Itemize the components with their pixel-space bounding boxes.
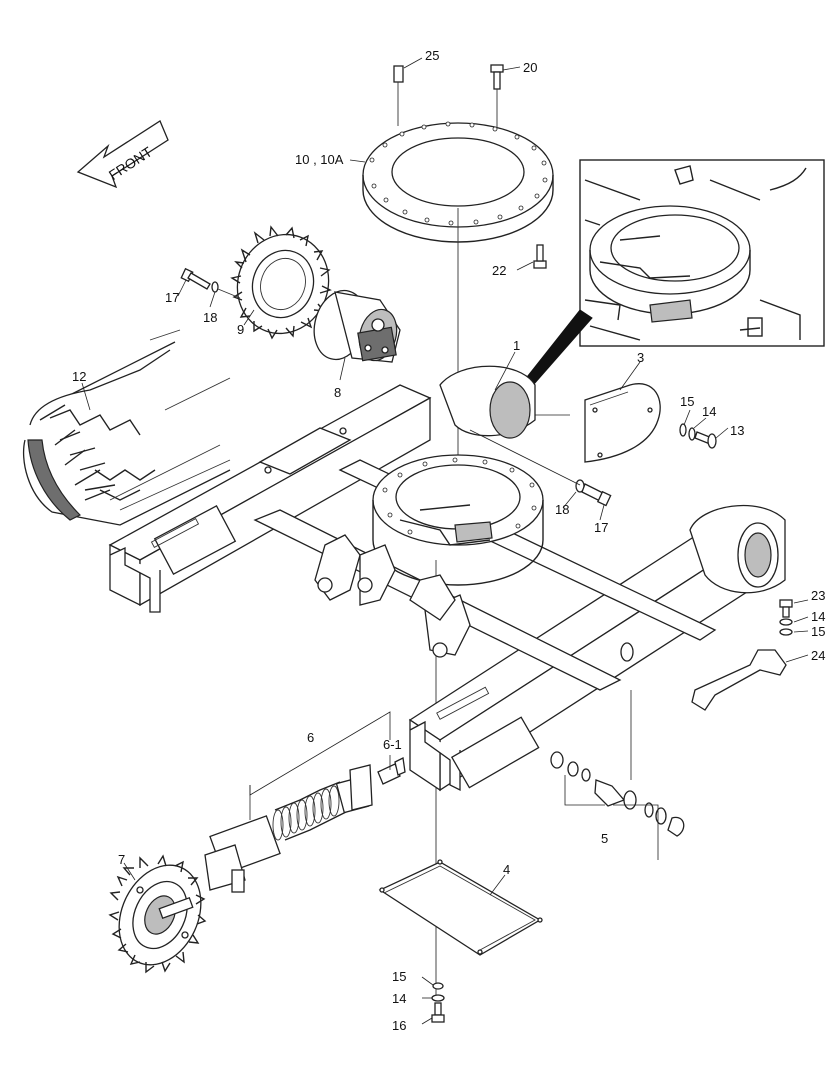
- bolt-17-lower: [575, 479, 612, 507]
- callout-7: 7: [118, 852, 125, 867]
- callout-6: 6: [307, 730, 314, 745]
- sprocket-9: [230, 225, 332, 340]
- callout-15b: 15: [811, 624, 825, 639]
- bolt-25: [393, 65, 404, 126]
- callout-10: 10 , 10A: [295, 152, 344, 167]
- bolt-23: [779, 599, 793, 636]
- callout-12: 12: [72, 369, 86, 384]
- callout-22: 22: [492, 263, 506, 278]
- callout-18a: 18: [203, 310, 217, 325]
- bracket-24: [691, 649, 787, 711]
- callout-23: 23: [811, 588, 825, 603]
- callout-13: 13: [730, 423, 744, 438]
- guard-plate-4: [378, 859, 543, 956]
- cover-3: [584, 383, 661, 463]
- grease-valve-6-1: [377, 757, 406, 785]
- callout-6-1: 6-1: [383, 737, 402, 752]
- front-arrow: FRONT: [76, 120, 169, 189]
- callout-18b: 18: [555, 502, 569, 517]
- bolt-13: [679, 423, 717, 449]
- bolt-20: [490, 64, 504, 128]
- bolt-22: [533, 244, 547, 269]
- detail-inset: [511, 159, 825, 401]
- callout-14c: 14: [392, 991, 406, 1006]
- travel-motor-8: [313, 289, 401, 363]
- callout-3: 3: [637, 350, 644, 365]
- leader-lines: [81, 57, 809, 1025]
- callout-25: 25: [425, 48, 439, 63]
- callout-20: 20: [523, 60, 537, 75]
- callout-16: 16: [392, 1018, 406, 1033]
- idler-7: [108, 854, 207, 974]
- callout-15a: 15: [680, 394, 694, 409]
- callout-4: 4: [503, 862, 510, 877]
- callout-14b: 14: [811, 609, 825, 624]
- track-adjuster-6: [204, 764, 373, 893]
- track-roller-5: [550, 751, 685, 837]
- callout-15c: 15: [392, 969, 406, 984]
- callout-8: 8: [334, 385, 341, 400]
- bolt-17-upper: [180, 267, 241, 299]
- callout-labels: 25 20 10 , 10A 22 17 18 9 8 12 1 3 15 14…: [72, 48, 825, 1033]
- callout-5: 5: [601, 831, 608, 846]
- rubber-track-12: [22, 329, 231, 526]
- swing-bearing-ring: [362, 121, 554, 243]
- callout-14a: 14: [702, 404, 716, 419]
- callout-24: 24: [811, 648, 825, 663]
- callout-9: 9: [237, 322, 244, 337]
- lower-frame: [108, 365, 786, 792]
- bolt-16: [431, 982, 445, 1023]
- callout-1: 1: [513, 338, 520, 353]
- callout-17b: 17: [594, 520, 608, 535]
- callout-17a: 17: [165, 290, 179, 305]
